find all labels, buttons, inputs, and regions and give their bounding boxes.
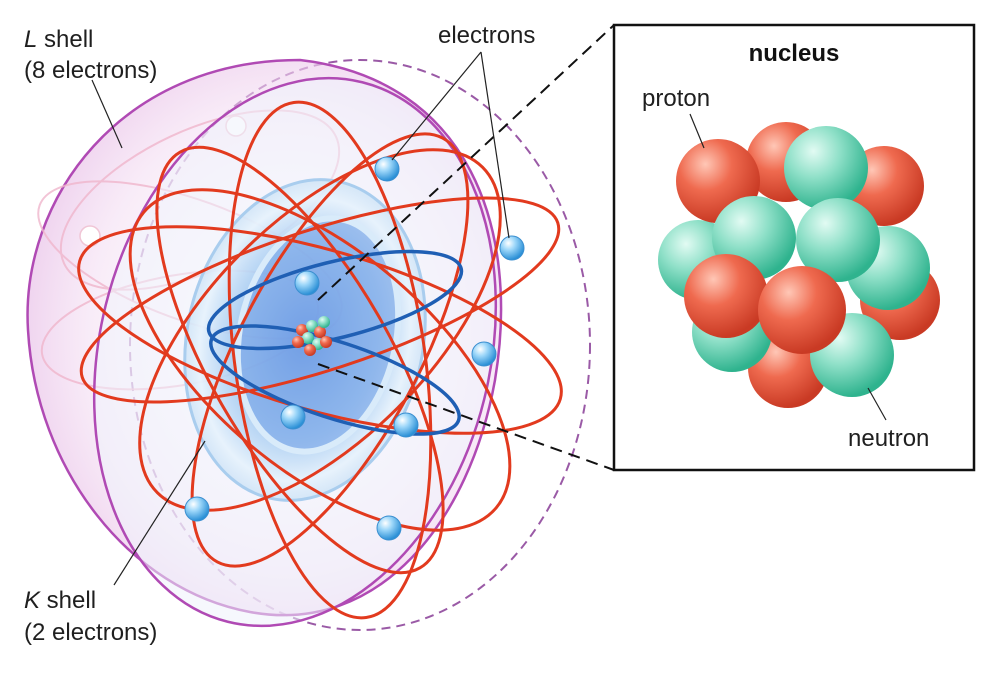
k-shell-label: K shell xyxy=(24,587,96,614)
l-shell-label: L shell xyxy=(24,26,93,53)
electrons xyxy=(184,156,525,541)
electron xyxy=(280,404,306,430)
proton xyxy=(758,266,846,354)
l-shell-orbits xyxy=(77,100,563,620)
nucleus-title: nucleus xyxy=(749,40,840,67)
l-shell-count: (8 electrons) xyxy=(24,57,157,84)
nucleus-panel: nucleus proton neutron xyxy=(612,23,976,472)
neutron-label: neutron xyxy=(848,425,929,452)
electron xyxy=(374,156,400,182)
k-shell-count: (2 electrons) xyxy=(24,619,157,646)
electrons-label: electrons xyxy=(438,22,535,49)
electron xyxy=(471,341,497,367)
neutron xyxy=(796,198,880,282)
proton-label: proton xyxy=(642,85,710,112)
nucleus-small xyxy=(292,316,332,356)
neutron xyxy=(784,126,868,210)
nucleus-particles xyxy=(658,122,940,408)
nucleus-leader-lines xyxy=(689,113,887,421)
electron xyxy=(376,515,402,541)
leader-lines xyxy=(91,51,510,586)
k-shell-orbits xyxy=(206,249,464,436)
electron xyxy=(184,496,210,522)
electron xyxy=(294,270,320,296)
zoom-lines xyxy=(317,24,615,471)
proton xyxy=(684,254,768,338)
electron xyxy=(393,412,419,438)
electron xyxy=(499,235,525,261)
